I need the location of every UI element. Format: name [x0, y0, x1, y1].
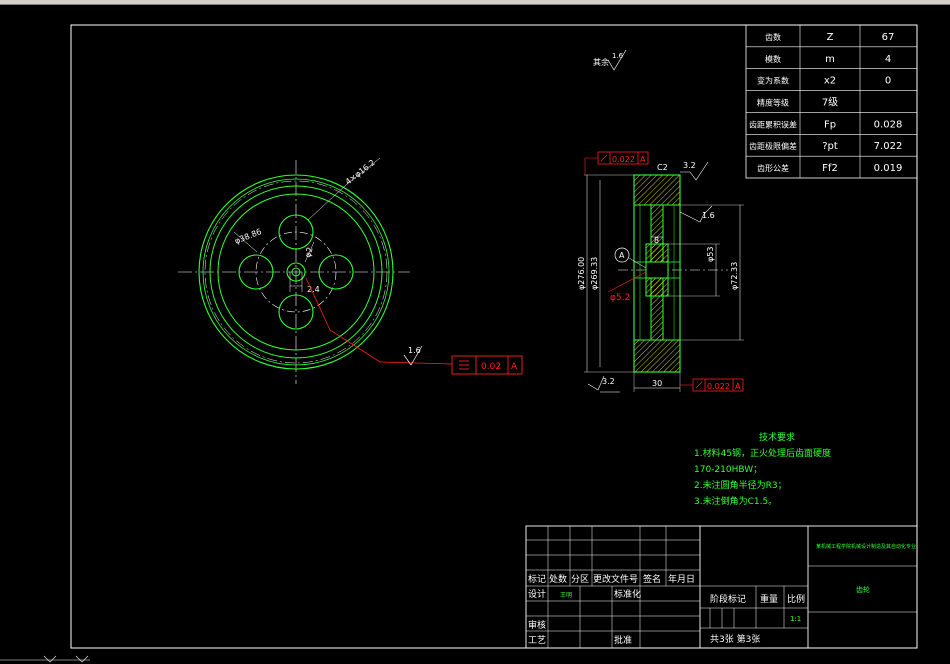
- hole-callout: 4×φ16.2: [344, 158, 377, 187]
- tb-h-docno: 更改文件号: [593, 573, 638, 585]
- datum-bubble: A: [619, 251, 625, 260]
- runout-bottom-value: 0.022: [707, 382, 730, 391]
- roughness-other-note: 其余 1.6: [593, 49, 627, 71]
- cad-drawing-canvas[interactable]: 2.4 φ2 φ38.86 4×φ16.2 1.6 0.02 A 其余 1.6: [0, 5, 950, 664]
- tb-h-date: 年月日: [668, 573, 695, 585]
- param-symbol: m: [825, 54, 835, 65]
- flatness-datum: A: [511, 362, 518, 372]
- tb-approve: 批准: [614, 634, 632, 646]
- keyway-dim: 2.4: [307, 285, 320, 294]
- outer-diameter-dim: φ276.00: [577, 257, 586, 290]
- tb-design-name: 王明: [560, 592, 572, 599]
- front-roughness: 1.6: [408, 346, 421, 355]
- param-name: 齿形公差: [757, 163, 789, 173]
- tech-req-title: 技术要求: [759, 431, 795, 443]
- tech-req-line-1: 1.材料45钢，正火处理后齿面硬度: [694, 447, 831, 459]
- roughness-web: 1.6: [702, 211, 715, 220]
- tech-req-line-4: 3.未注倒角为C1.5。: [694, 495, 777, 507]
- root-diameter-dim: φ269.33: [590, 257, 599, 290]
- runout-bottom-datum: A: [735, 382, 741, 391]
- tb-scale: 比例: [787, 593, 805, 605]
- tb-h-count: 处数: [549, 573, 567, 585]
- window-top-bar: [0, 0, 950, 4]
- side-section-view: φ276.00 φ269.33 φ72.33 φ53 φ5.2 8 A 30 0…: [577, 151, 744, 393]
- flatness-tolerance: 0.02: [481, 362, 501, 372]
- param-value: 0.028: [874, 119, 903, 130]
- tb-standard: 标准化: [614, 588, 641, 600]
- bore-dim: φ2: [303, 246, 314, 258]
- tb-process: 工艺: [528, 635, 546, 646]
- param-name: 齿距累积误差: [749, 119, 797, 129]
- param-symbol: x2: [824, 76, 836, 87]
- param-symbol: Z: [827, 32, 834, 43]
- ucs-axis-icon: [0, 655, 90, 663]
- tb-h-sign: 签名: [643, 573, 661, 585]
- technical-requirements: 技术要求 1.材料45钢，正火处理后齿面硬度 170-210HBW； 2.未注圆…: [694, 431, 831, 507]
- window-top-border: [0, 4, 950, 5]
- tb-h-mark: 标记: [528, 573, 546, 585]
- tech-req-line-3: 2.未注圆角半径为R3；: [694, 479, 787, 491]
- chamfer-label: C2: [657, 163, 668, 172]
- param-name: 齿数: [765, 32, 781, 42]
- runout-top-datum: A: [640, 155, 646, 164]
- hub-diameter-dim: φ53: [706, 247, 715, 262]
- param-name: 变为系数: [757, 76, 789, 86]
- tb-company: 某机械工程学院机械设计制造及其自动化专业: [816, 543, 916, 550]
- svg-text:其余: 其余: [593, 57, 609, 67]
- param-name: 精度等级: [757, 98, 789, 108]
- roughness-bottom: 3.2: [602, 377, 615, 386]
- tb-h-zone: 分区: [571, 574, 589, 585]
- param-value: 7.022: [874, 141, 903, 152]
- param-symbol: ?pt: [822, 141, 838, 152]
- param-value: 67: [882, 32, 895, 43]
- bore-diameter-dim: φ5.2: [610, 293, 630, 303]
- param-value: 0: [885, 76, 891, 87]
- width-dim: 30: [652, 379, 662, 388]
- tech-req-line-2: 170-210HBW；: [694, 465, 762, 475]
- param-symbol: Fp: [824, 119, 836, 130]
- tb-review: 审核: [528, 619, 546, 631]
- param-value: 4: [885, 54, 891, 65]
- param-name: 模数: [765, 54, 781, 64]
- title-block: 某机械工程学院机械设计制造及其自动化专业 齿轮 标记 处数 分区 更改文件号 签…: [525, 525, 918, 649]
- tb-weight: 重量: [760, 593, 778, 605]
- runout-top-value: 0.022: [612, 155, 635, 164]
- param-name: 齿距极限偏差: [749, 141, 797, 151]
- tb-sheets: 共3张 第3张: [710, 633, 760, 645]
- roughness-top: 3.2: [683, 161, 696, 170]
- param-symbol: 7级: [822, 97, 838, 109]
- param-value: 0.019: [874, 163, 903, 174]
- web-diameter-dim: φ72.33: [730, 262, 739, 290]
- pcd-dim: φ38.86: [233, 227, 263, 246]
- tb-design: 设计: [528, 588, 546, 600]
- param-symbol: Ff2: [822, 163, 838, 174]
- tb-stage: 阶段标记: [710, 593, 746, 605]
- svg-text:1.6: 1.6: [612, 52, 624, 60]
- drawing-frame: [70, 24, 918, 649]
- tb-part-name: 齿轮: [856, 585, 870, 594]
- front-view: 2.4 φ2 φ38.86 4×φ16.2 1.6 0.02 A: [178, 157, 523, 384]
- hub-width-dim: 8: [654, 236, 659, 245]
- tb-scale-value: 1:1: [790, 615, 801, 623]
